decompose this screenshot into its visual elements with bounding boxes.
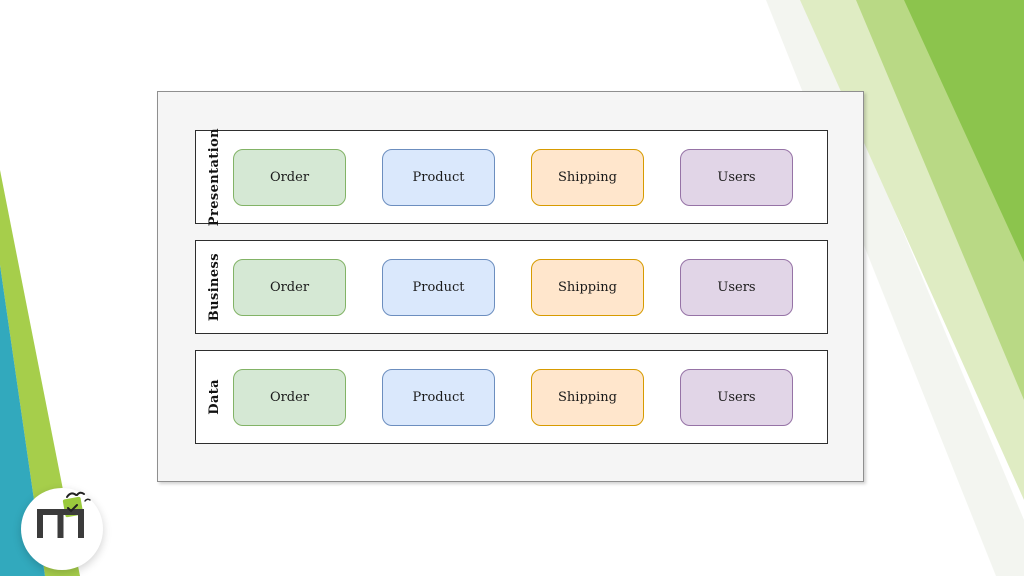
service-box-label: Order [269, 279, 310, 295]
service-box-label: Product [412, 389, 465, 405]
layer-label-business: Business [196, 241, 233, 333]
layer-row-business: Business Order Product Shipping Users [195, 240, 828, 334]
service-box-users: Users [680, 368, 793, 426]
layer-boxes: Order Product Shipping Users [233, 241, 827, 333]
service-box-product: Product [382, 368, 495, 426]
service-box-label: Shipping [558, 169, 617, 185]
service-box-label: Order [269, 389, 310, 405]
layer-boxes: Order Product Shipping Users [233, 131, 827, 223]
right-green-wedge-dark [904, 0, 1024, 262]
layer-label-presentation: Presentation [196, 127, 233, 227]
service-box-label: Product [412, 279, 465, 295]
service-box-label: Users [717, 169, 756, 185]
service-box-label: Shipping [558, 389, 617, 405]
left-green-stripe [0, 170, 80, 576]
layer-boxes: Order Product Shipping Users [233, 351, 827, 443]
logo-birds-icon [66, 491, 85, 513]
service-box-shipping: Shipping [531, 258, 644, 316]
logo-m-letter [37, 509, 84, 538]
brand-logo-badge [21, 488, 103, 570]
layer-label-data: Data [196, 351, 233, 443]
layer-label-text: Data [207, 379, 222, 415]
layer-row-data: Data Order Product Shipping Users [195, 350, 828, 444]
service-box-users: Users [680, 148, 793, 206]
logo-small-bird-icon [84, 498, 91, 502]
service-box-product: Product [382, 258, 495, 316]
brand-m-icon [37, 491, 91, 538]
diagram-panel: Presentation Order Product Shipping User… [157, 91, 864, 482]
service-box-product: Product [382, 148, 495, 206]
layer-label-text: Business [207, 252, 222, 322]
service-box-shipping: Shipping [531, 368, 644, 426]
service-box-users: Users [680, 258, 793, 316]
service-box-label: Shipping [558, 279, 617, 295]
service-box-order: Order [233, 258, 346, 316]
service-box-label: Order [269, 169, 310, 185]
layer-label-text: Presentation [207, 127, 222, 227]
layer-row-presentation: Presentation Order Product Shipping User… [195, 127, 828, 227]
service-box-label: Users [717, 389, 756, 405]
service-box-shipping: Shipping [531, 148, 644, 206]
service-box-label: Users [717, 279, 756, 295]
service-box-label: Product [412, 169, 465, 185]
service-box-order: Order [233, 368, 346, 426]
service-box-order: Order [233, 148, 346, 206]
